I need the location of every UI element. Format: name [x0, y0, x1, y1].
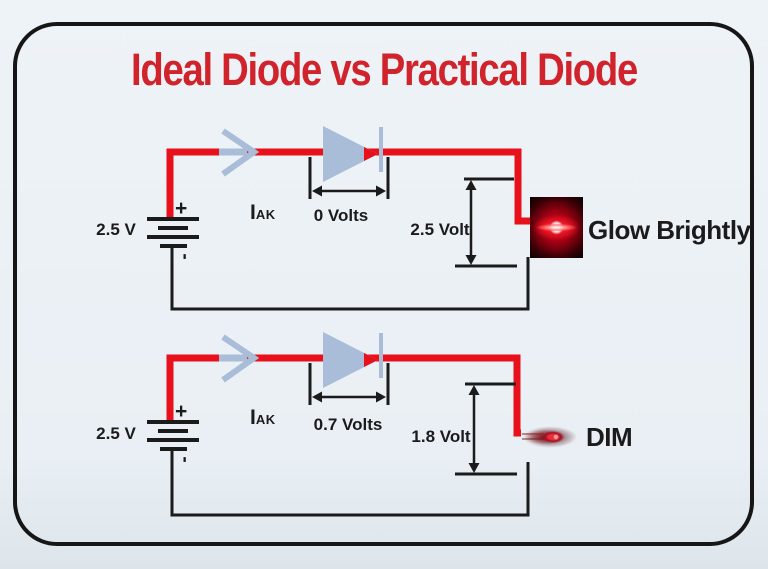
battery-voltage-label: 2.5 V	[96, 220, 136, 239]
diode-icon	[323, 126, 383, 182]
diode-drop-label: 0 Volts	[313, 206, 369, 225]
current-arrow-icon	[219, 334, 260, 383]
led-photo-dim	[520, 410, 580, 463]
diode-icon	[323, 332, 383, 388]
led-photo-bright	[530, 197, 583, 258]
diode-drop-measure	[308, 363, 390, 405]
diode-drop-label: 0.7 Volts	[313, 415, 383, 434]
current-label: IAK	[250, 201, 276, 224]
load-voltage-measure	[455, 177, 517, 268]
led-state-label: DIM	[586, 422, 633, 452]
practical-circuit-wiring	[147, 332, 530, 517]
current-label: IAK	[250, 406, 276, 429]
return-wire	[170, 449, 530, 517]
border-frame	[13, 22, 754, 546]
battery-symbol	[147, 217, 199, 248]
current-arrow-icon	[219, 128, 260, 177]
diode-drop-measure	[308, 157, 390, 199]
return-wire	[170, 246, 530, 311]
load-voltage-measure	[455, 382, 517, 476]
red-wire	[166, 354, 521, 437]
battery-plus-sign: +	[175, 197, 188, 220]
page-title: Ideal Diode vs Practical Diode	[131, 44, 638, 95]
battery-minus-sign: -	[174, 253, 196, 260]
battery-minus-sign: -	[174, 456, 196, 463]
battery-symbol	[147, 420, 199, 451]
led-state-label: Glow Brightly	[588, 215, 751, 245]
ideal-circuit-wiring	[147, 126, 532, 311]
load-voltage-label: 2.5 Volt	[410, 220, 470, 239]
red-wire	[166, 148, 532, 225]
load-voltage-label: 1.8 Volt	[411, 427, 471, 446]
battery-plus-sign: +	[175, 400, 188, 423]
battery-voltage-label: 2.5 V	[96, 424, 136, 443]
